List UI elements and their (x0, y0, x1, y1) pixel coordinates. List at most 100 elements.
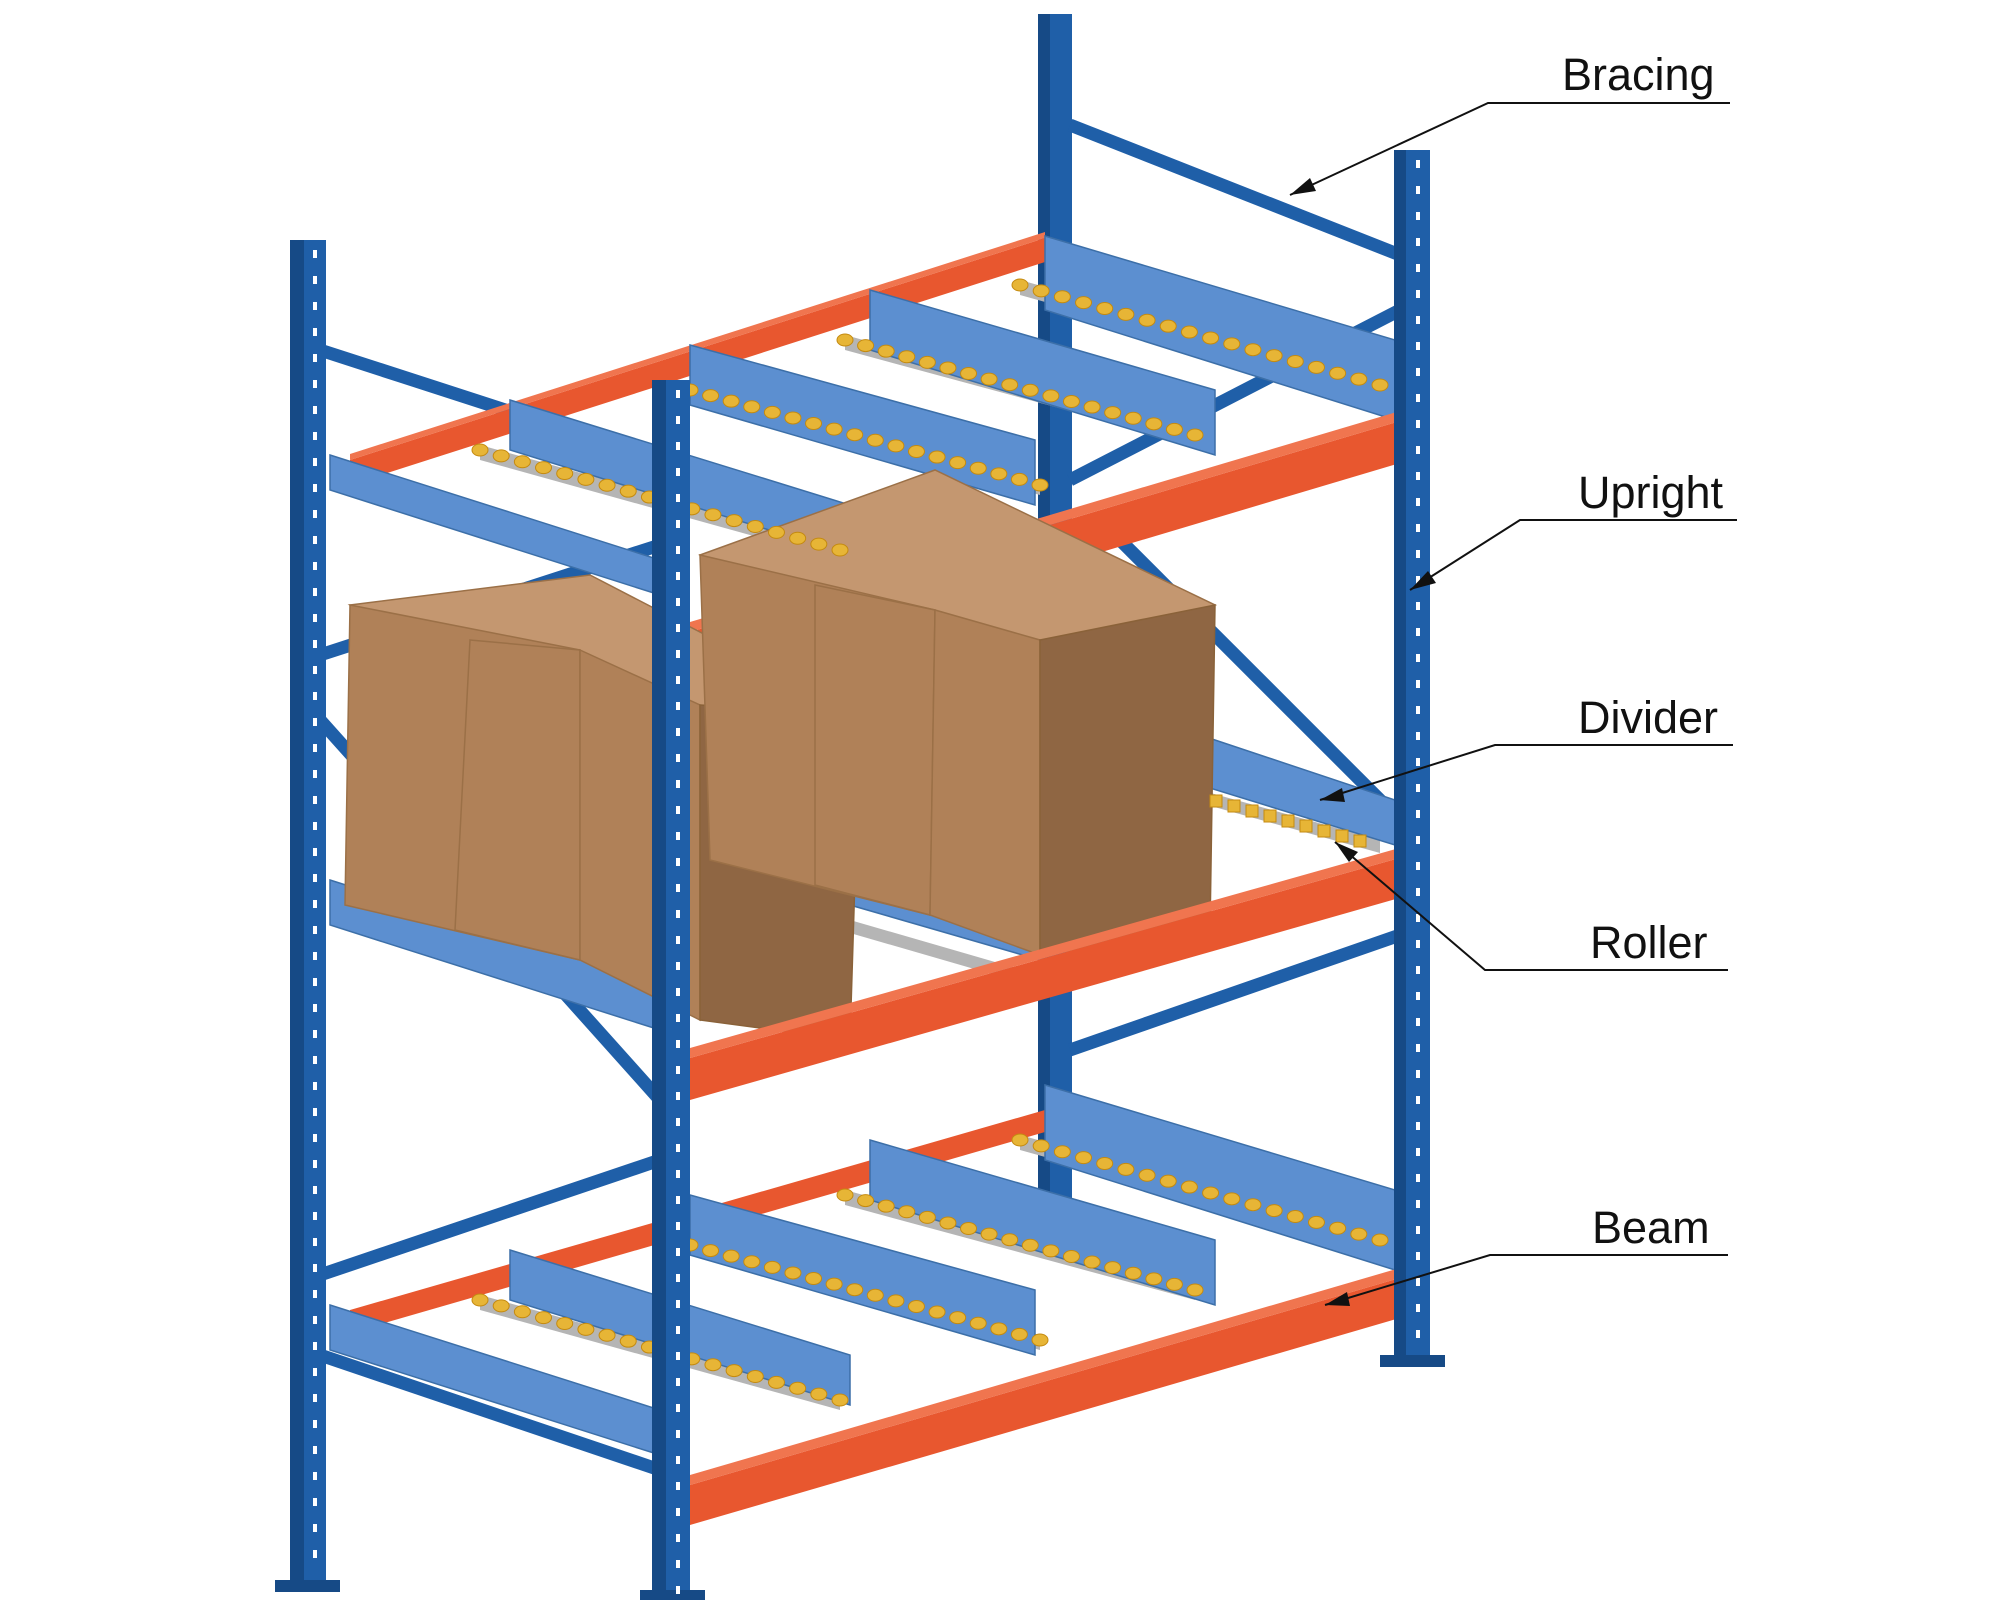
upright-hole (313, 926, 317, 934)
upright-hole (676, 1092, 680, 1100)
upright-hole (1416, 888, 1420, 896)
upright-hole (1416, 394, 1420, 402)
upright-hole (676, 988, 680, 996)
upright-hole (1416, 290, 1420, 298)
roller-wheel (513, 1305, 531, 1319)
upright-hole (313, 1368, 317, 1376)
upright-hole (313, 406, 317, 414)
roller-wheel (577, 472, 595, 486)
upright-hole (676, 442, 680, 450)
roller-wheel (949, 1311, 967, 1325)
roller-wheel (877, 1199, 895, 1213)
upright-hole (1416, 732, 1420, 740)
roller-wheel (1062, 394, 1080, 408)
roller-wheel (928, 1305, 946, 1319)
roller-wheel (1244, 343, 1262, 357)
upright-hole (313, 1004, 317, 1012)
upright-hole (313, 1316, 317, 1324)
upright-hole (313, 822, 317, 830)
upright-hole (313, 900, 317, 908)
middle-level (329, 469, 1410, 1100)
upright-hole (313, 250, 317, 258)
roller-wheel (831, 543, 849, 557)
upright-hole (1416, 212, 1420, 220)
roller-wheel (1159, 319, 1177, 333)
upright-hole (313, 796, 317, 804)
upright-hole (1416, 342, 1420, 350)
roller-wheel (1010, 472, 1028, 486)
callout-beam: Beam (1324, 1202, 1728, 1306)
roller-wheel (857, 1194, 875, 1208)
roller-wheel (1202, 1186, 1220, 1200)
upright-hole (676, 910, 680, 918)
upright-hole (313, 328, 317, 336)
roller-wheel (898, 350, 916, 364)
label-divider: Divider (1578, 692, 1718, 743)
roller-wheel (1371, 1233, 1389, 1247)
roller-wheel (969, 461, 987, 475)
upright-hole (676, 702, 680, 710)
roller-wheel (898, 1205, 916, 1219)
roller-wheel (1011, 1133, 1029, 1147)
upright-hole (313, 1212, 317, 1220)
roller-wheel (960, 1222, 978, 1236)
upright-hole (1416, 628, 1420, 636)
upright-hole (676, 624, 680, 632)
upright-hole (1416, 836, 1420, 844)
roller-wheel (810, 537, 828, 551)
roller-wheel (471, 1293, 489, 1307)
roller-wheel (702, 1244, 720, 1258)
roller-wheel (492, 449, 510, 463)
upright-hole (313, 302, 317, 310)
roller-wheel (1104, 406, 1122, 420)
upright-hole (1416, 550, 1420, 558)
upright-hole (676, 1456, 680, 1464)
roller-wheel (1096, 1157, 1114, 1171)
upright-hole (676, 1560, 680, 1568)
upright-hole (676, 494, 680, 502)
roller-wheel (763, 405, 781, 419)
upright-hole (313, 1056, 317, 1064)
roller-wheel (784, 411, 802, 425)
callout-upright: Upright (1409, 467, 1737, 591)
roller-wheel (1329, 366, 1347, 380)
roller-wheel (1075, 296, 1093, 310)
upright-hole (313, 1550, 317, 1558)
roller-wheel (877, 344, 895, 358)
upright-hole (676, 1378, 680, 1386)
upright-hole (1416, 602, 1420, 610)
upright-hole (313, 1290, 317, 1298)
upright-hole (1416, 264, 1420, 272)
upright-hole (676, 572, 680, 580)
upright-hole (313, 1394, 317, 1402)
upright-hole (1416, 368, 1420, 376)
roller-wheel (990, 467, 1008, 481)
roller-wheel (702, 389, 720, 403)
upright-hole (676, 858, 680, 866)
roller-wheel (1165, 1277, 1183, 1291)
upright-hole (1416, 914, 1420, 922)
upright-hole (676, 468, 680, 476)
upright-hole (313, 562, 317, 570)
upright-hole (1416, 1096, 1420, 1104)
upright-hole (1416, 420, 1420, 428)
upright-hole (676, 1274, 680, 1282)
upright-hole (676, 754, 680, 762)
upright-hole (1416, 1148, 1420, 1156)
roller-wheel (1159, 1174, 1177, 1188)
roller-wheel (866, 433, 884, 447)
upright-hole (676, 1300, 680, 1308)
upright-hole (1416, 498, 1420, 506)
roller-wheel (1075, 1151, 1093, 1165)
upright-hole (1416, 1122, 1420, 1130)
label-bracing: Bracing (1562, 49, 1715, 100)
roller-wheel (887, 1294, 905, 1308)
roller-wheel (1001, 1233, 1019, 1247)
roller-wheel (866, 1288, 884, 1302)
roller-wheel (725, 1364, 743, 1378)
upright-hole (1416, 940, 1420, 948)
roller-wheel (1265, 1204, 1283, 1218)
roller-wheel (887, 439, 905, 453)
upright-hole (313, 770, 317, 778)
upright-hole (676, 728, 680, 736)
